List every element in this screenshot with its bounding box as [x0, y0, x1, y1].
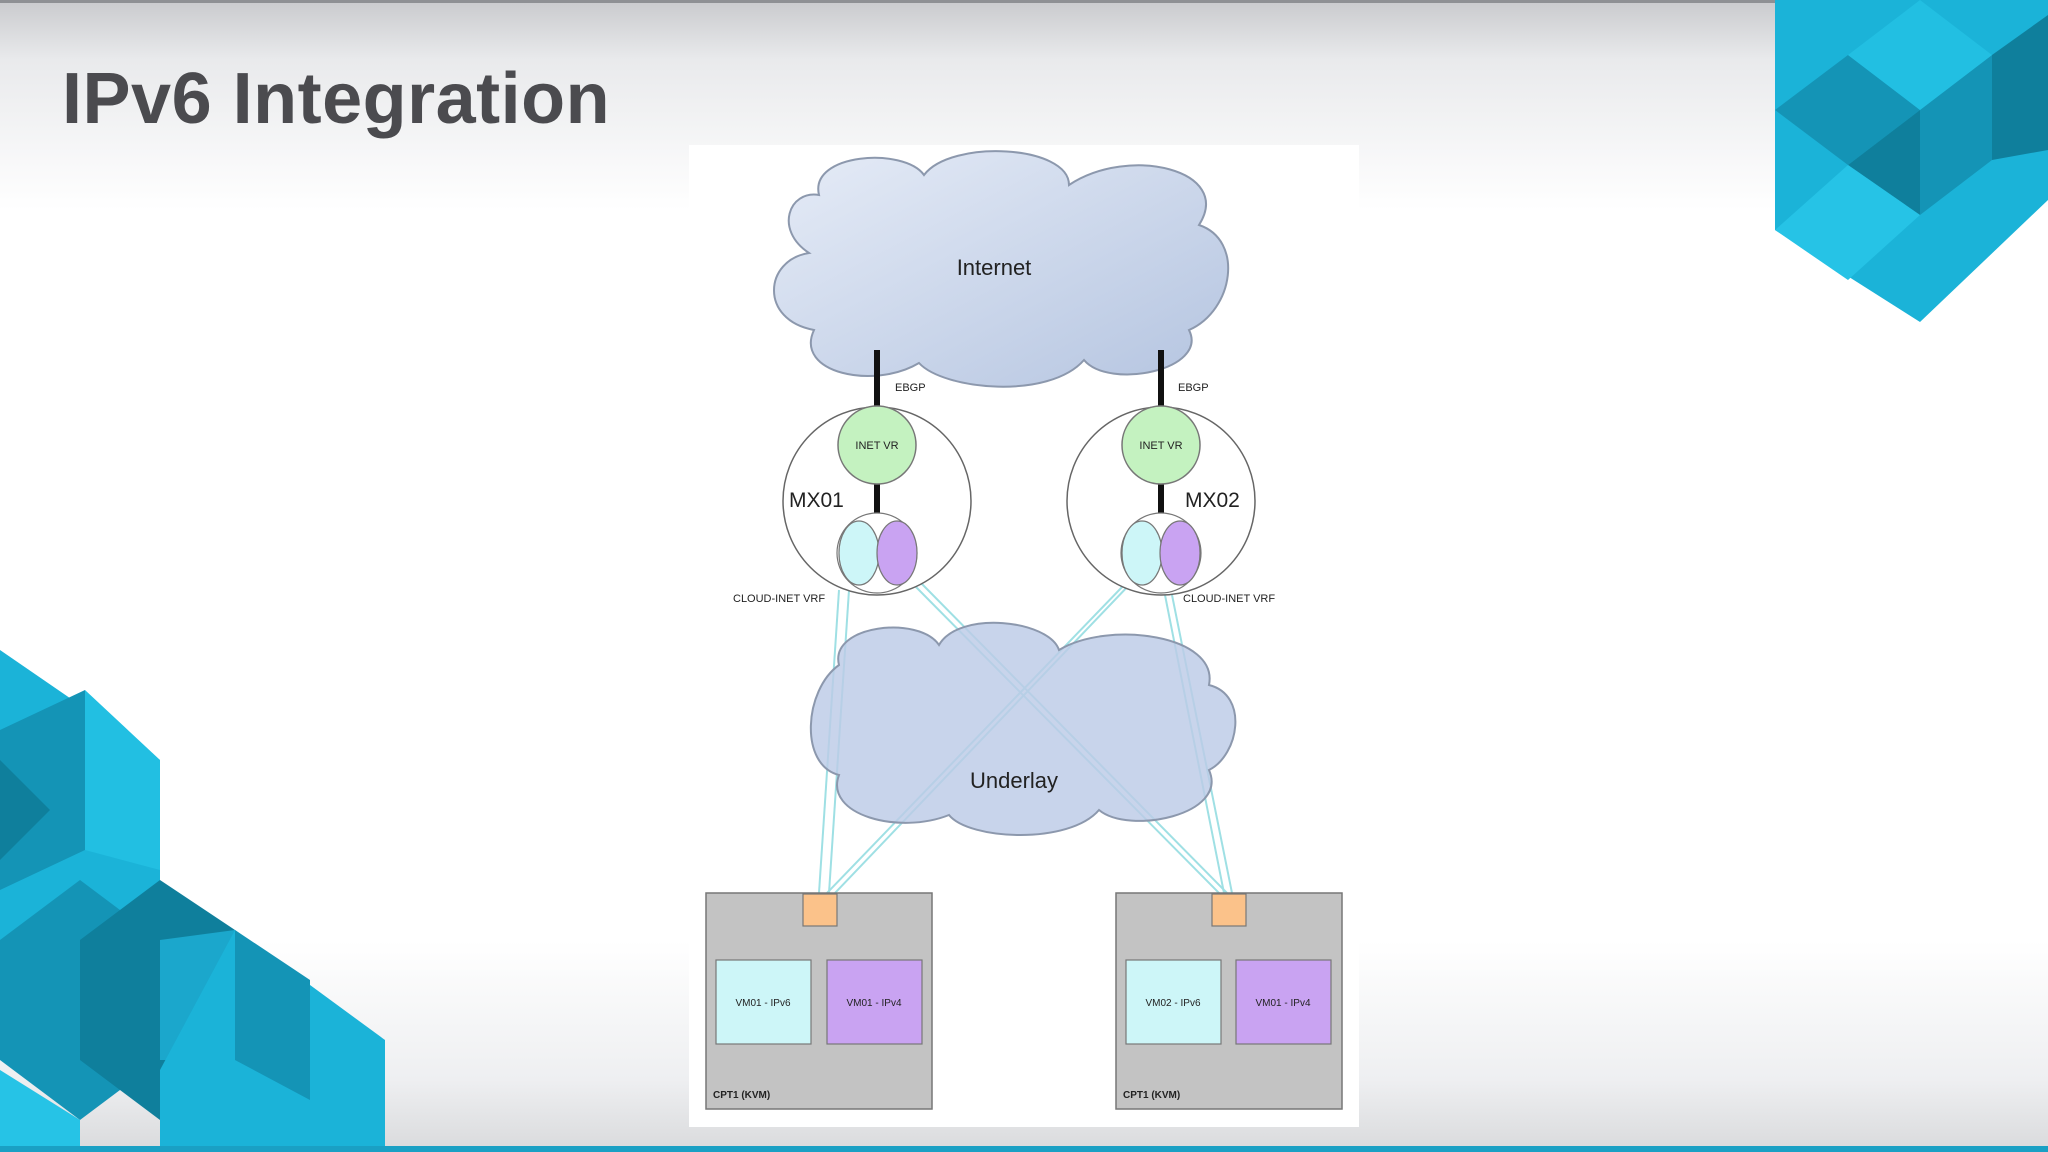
host-1-name: CPT1 (KVM) — [713, 1090, 770, 1101]
inet-vr-label-mx02: INET VR — [1139, 440, 1182, 452]
vm-ipv4-host-1 — [826, 959, 923, 1045]
host-1-port — [802, 893, 838, 927]
inet-vr-mx02 — [1121, 405, 1201, 485]
router-name-mx01: MX01 — [789, 489, 844, 512]
host-1: VM01 - IPv6 VM01 - IPv4 CPT1 (KVM) — [705, 892, 933, 1110]
vm-ipv6-label-host-1: VM01 - IPv6 — [735, 998, 790, 1009]
network-diagram: Internet EBGP EBGP INET VR MX01 — [689, 145, 1359, 1127]
vrf-ipv4-mx02 — [1159, 520, 1201, 586]
vrf-label-mx02: CLOUD-INET VRF — [1183, 593, 1275, 605]
vrf-ipv6-mx01 — [838, 520, 880, 586]
vm-ipv6-label-host-2: VM02 - IPv6 — [1145, 998, 1200, 1009]
vm-ipv6-host-2 — [1125, 959, 1222, 1045]
internet-label: Internet — [957, 255, 1032, 280]
vm-ipv6-host-1 — [715, 959, 812, 1045]
inet-vr-mx01 — [837, 405, 917, 485]
host-2: VM02 - IPv6 VM01 - IPv4 CPT1 (KVM) — [1115, 892, 1343, 1110]
router-name-mx02: MX02 — [1185, 489, 1240, 512]
internet-cloud: Internet — [773, 150, 1230, 388]
router-mx01: INET VR MX01 CLOUD-INET VRF — [733, 405, 972, 605]
ebgp-label-mx01: EBGP — [895, 382, 926, 394]
vrf-ipv6-mx02 — [1121, 520, 1163, 586]
ebgp-label-mx02: EBGP — [1178, 382, 1209, 394]
vm-ipv4-label-host-2: VM01 - IPv4 — [1255, 998, 1310, 1009]
inet-vr-label-mx01: INET VR — [855, 440, 898, 452]
hexagon-decoration-bottom-left — [0, 650, 385, 1152]
underlay-cloud: Underlay — [809, 621, 1237, 836]
slide-title: IPv6 Integration — [62, 59, 611, 139]
bottom-border — [0, 1146, 2048, 1152]
vrf-label-mx01: CLOUD-INET VRF — [733, 593, 825, 605]
vrf-ipv4-mx01 — [876, 520, 918, 586]
vm-ipv4-host-2 — [1235, 959, 1332, 1045]
vm-ipv4-label-host-1: VM01 - IPv4 — [846, 998, 901, 1009]
host-2-name: CPT1 (KVM) — [1123, 1090, 1180, 1101]
host-2-port — [1211, 893, 1247, 927]
top-border — [0, 0, 2048, 3]
underlay-label: Underlay — [970, 768, 1058, 793]
hexagon-decoration-top-right — [1775, 0, 2048, 322]
router-mx02: INET VR MX02 CLOUD-INET VRF — [1066, 405, 1275, 605]
